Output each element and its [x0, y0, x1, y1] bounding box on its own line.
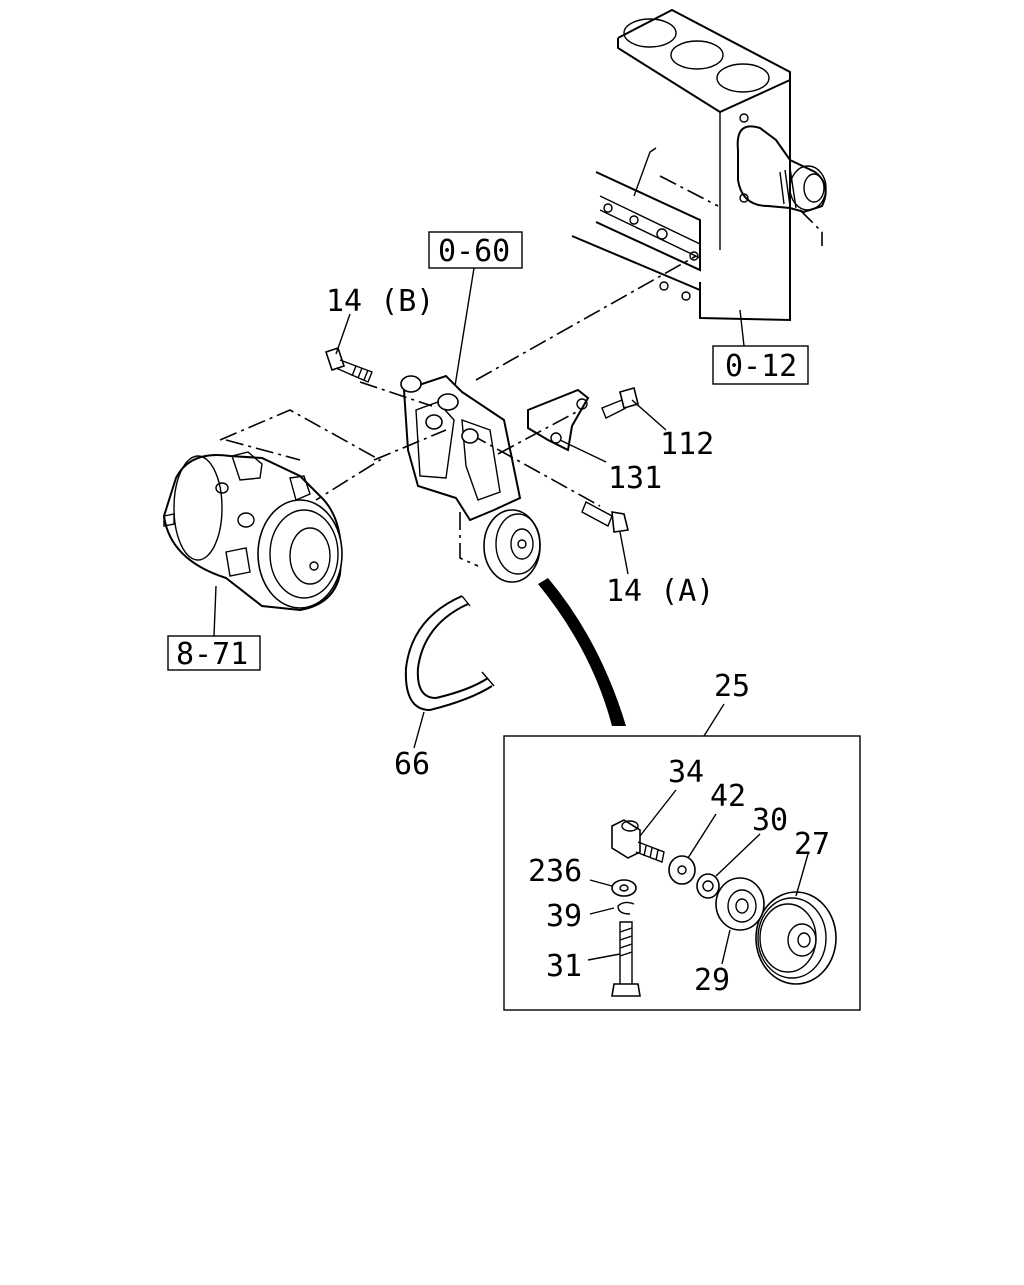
- bolt-14b-illustration: [324, 346, 373, 383]
- bolt-14a-illustration: [581, 501, 629, 533]
- reference-compressor-label: 8-71: [176, 637, 248, 672]
- callout-pulley-27: 27: [794, 827, 830, 862]
- bolt-112-illustration: [601, 387, 639, 419]
- reference-box-bracket[interactable]: 0-60: [428, 231, 523, 269]
- drive-belt-illustration: [404, 595, 495, 712]
- callout-bolt-31: 31: [546, 949, 582, 984]
- mounting-bracket-illustration: [400, 374, 522, 522]
- washer-236-illustration: [611, 879, 637, 897]
- callout-idler-assembly-25: 25: [714, 669, 750, 704]
- callout-washer-30: 30: [752, 803, 788, 838]
- pulley-27-illustration: [755, 891, 837, 985]
- washer-42-illustration: [668, 855, 696, 885]
- callout-washer-236: 236: [528, 854, 582, 889]
- washer-30-illustration: [696, 873, 720, 899]
- snap-ring-39-illustration: [617, 901, 635, 915]
- bracket-pulley-illustration: [483, 509, 541, 583]
- compressor-illustration: [162, 451, 343, 612]
- reference-engine-label: 0-12: [725, 349, 797, 384]
- callout-bolt-34: 34: [668, 755, 704, 790]
- callout-plate-29: 29: [694, 963, 730, 998]
- callout-belt-66: 66: [394, 747, 430, 782]
- detail-pointer-arrow: [538, 578, 626, 726]
- callout-bracket-131: 131: [608, 461, 662, 496]
- detail-box-idler-assembly: [503, 735, 861, 1011]
- reference-box-engine[interactable]: 0-12: [712, 345, 809, 385]
- engine-block-illustration: [571, 8, 827, 322]
- reference-box-compressor[interactable]: 8-71: [167, 635, 261, 672]
- bolt-31-illustration: [611, 921, 641, 997]
- small-bracket-131-illustration: [527, 388, 590, 452]
- reference-bracket-label: 0-60: [438, 234, 510, 269]
- callout-bolt-14b: 14 (B): [326, 284, 434, 319]
- callout-ring-39: 39: [546, 899, 582, 934]
- plate-29-illustration: [715, 877, 765, 931]
- callout-bolt-112: 112: [660, 427, 714, 462]
- callout-washer-42: 42: [710, 779, 746, 814]
- bolt-34-illustration: [611, 819, 665, 863]
- callout-bolt-14a: 14 (A): [606, 574, 714, 609]
